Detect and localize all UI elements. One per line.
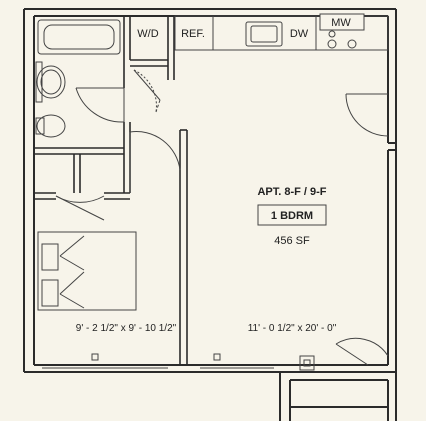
kitchen-sink <box>245 21 283 47</box>
bedroom-dimensions: 9' - 2 1/2" x 9' - 10 1/2" <box>76 323 177 334</box>
hvac-unit <box>299 355 315 371</box>
sink <box>36 65 66 99</box>
pillow <box>41 243 59 271</box>
kitchen <box>174 13 389 51</box>
balcony-door-leaf <box>335 343 369 366</box>
doors <box>55 69 389 366</box>
area-label: 456 SF <box>274 235 310 247</box>
wd-door-leaf <box>133 69 161 101</box>
outlet <box>91 353 99 361</box>
apartment-label: APT. 8-F / 9-F <box>257 186 326 198</box>
toilet <box>36 114 66 138</box>
dishwasher-label: DW <box>290 28 309 40</box>
living-dimensions: 11' - 0 1/2" x 20' - 0" <box>248 323 337 334</box>
microwave-label: MW <box>331 17 351 29</box>
bed-frame <box>37 231 137 311</box>
burner <box>328 30 336 38</box>
bed <box>37 231 137 311</box>
windows <box>42 353 315 371</box>
outlet <box>213 353 221 361</box>
microwave-box <box>319 13 365 31</box>
bathroom-fixtures <box>35 19 121 138</box>
unit-type-box <box>257 204 327 226</box>
kitchen-counter <box>174 15 389 51</box>
pillow <box>41 279 59 307</box>
unit-type-label: 1 BDRM <box>271 210 313 222</box>
bathtub <box>37 19 121 55</box>
refrigerator-label: REF. <box>181 28 205 40</box>
burner <box>327 39 337 49</box>
burner <box>347 39 357 49</box>
washer-dryer-label: W/D <box>137 28 158 40</box>
